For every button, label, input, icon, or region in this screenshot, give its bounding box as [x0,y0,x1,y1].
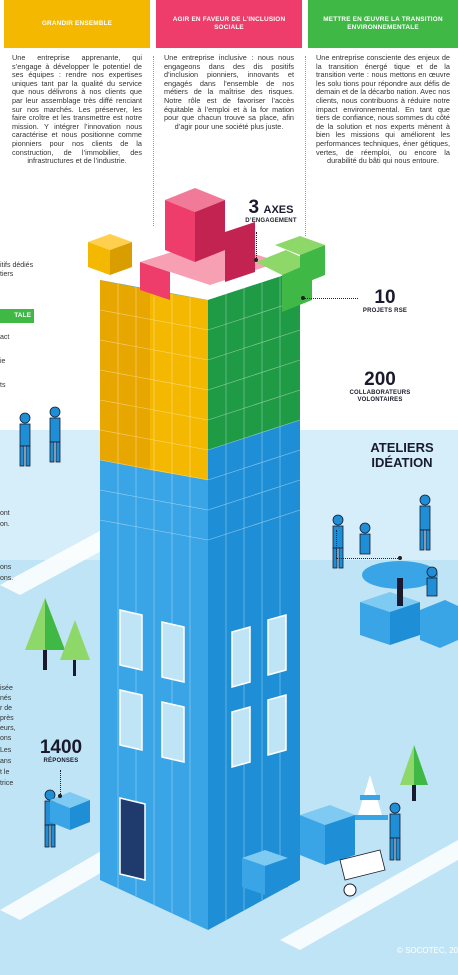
left-fragment: tiers [0,271,14,278]
stat-axes-word: AXES [263,204,294,216]
column-inclusion: AGIR EN FAVEUR DE L’INCLUSION SOCIALE Un… [156,0,302,131]
stat-axes-connector [256,232,257,258]
door [119,797,146,881]
left-fragment: ons [0,564,12,571]
stat-axes-label: D’ENGAGEMENT [245,218,297,224]
left-fragment: Les [0,747,12,754]
carried-box [50,792,90,830]
column-inclusion-title: AGIR EN FAVEUR DE L’INCLUSION SOCIALE [172,16,286,31]
wheelbarrow [339,849,386,897]
meeting-table [362,561,438,606]
stat-reponses: 1400 RÉPONSES [26,738,96,765]
building-right-face [208,270,300,930]
building-grid [99,276,301,921]
column-grandir-text: Une entreprise apprenante, qui s’engage … [12,53,142,166]
stat-ateliers-connector [336,530,400,558]
column-grandir-title: GRANDIR ENSEMBLE [41,20,113,28]
stat-rse-connector [304,298,358,299]
left-fragment: ons [0,735,12,742]
left-fragment: t le [0,769,10,776]
left-fragment: ans [0,758,12,765]
column-transition: METTRE EN ŒUVRE LA TRANSITION ENVIRONNEM… [308,0,458,166]
stat-ateliers-line-2: IDÉATION [371,455,433,470]
stat-reponses-label: RÉPONSES [43,758,79,764]
tree-right [400,745,428,801]
left-fragment-tag: TALE [0,309,34,323]
stat-rse-label: PROJETS RSE [362,308,408,314]
column-divider [305,56,306,236]
stat-ateliers: ATELIERS IDÉATION [352,440,452,470]
left-fragment: nés [0,695,12,702]
stat-rse-number: 10 [374,287,396,308]
stat-reponses-number: 1400 [39,737,83,758]
column-transition-title: METTRE EN ŒUVRE LA TRANSITION ENVIRONNEM… [323,16,443,31]
left-fragment: ons. [0,575,14,582]
left-fragment: ont [0,510,10,517]
blue-boxes [242,592,458,895]
tree-left [25,598,90,676]
left-fragment: près [0,715,14,722]
stat-reponses-dot [58,794,62,798]
left-fragment: on. [0,521,10,528]
stat-collaborateurs: 200 COLLABORATEURS VOLONTAIRES [330,370,430,404]
stat-rse-dot [301,296,305,300]
stat-reponses-connector [60,770,61,794]
left-fragment: ts [0,382,6,389]
stat-collab-label-1: COLLABORATEURS [349,390,411,396]
left-fragment: eurs, [0,725,16,732]
top-blocks [88,188,325,312]
left-fragment: ie [0,358,6,365]
column-inclusion-header: AGIR EN FAVEUR DE L’INCLUSION SOCIALE [156,0,302,48]
stat-axes: 3 AXES D’ENGAGEMENT [238,198,304,225]
column-grandir-header: GRANDIR ENSEMBLE [4,0,150,48]
left-fragment: isée [0,685,13,692]
column-transition-text: Une entreprise consciente des enjeux de … [316,53,450,166]
column-transition-header: METTRE EN ŒUVRE LA TRANSITION ENVIRONNEM… [308,0,458,48]
left-fragment: trice [0,780,14,787]
column-divider [153,56,154,226]
stat-rse: 10 PROJETS RSE [352,288,418,315]
stat-ateliers-connector [336,558,400,559]
stat-ateliers-line-1: ATELIERS [370,440,434,455]
column-inclusion-text: Une entreprise inclusive : nous nous eng… [164,53,294,131]
copyright: © SOCOTEC, 20 [396,946,458,955]
people [19,406,438,861]
windows [119,609,287,768]
left-fragment: r de [0,705,13,712]
stat-collab-label-2: VOLONTAIRES [357,397,403,403]
stat-axes-number: 3 [248,197,260,218]
stat-collab-number: 200 [364,369,396,390]
column-grandir: GRANDIR ENSEMBLE Une entreprise apprenan… [4,0,150,166]
left-fragment: itifs dédiés [0,262,34,269]
traffic-cone [352,775,388,820]
left-fragment: act [0,334,10,341]
stat-axes-dot [254,258,258,262]
stat-ateliers-dot [398,556,402,560]
